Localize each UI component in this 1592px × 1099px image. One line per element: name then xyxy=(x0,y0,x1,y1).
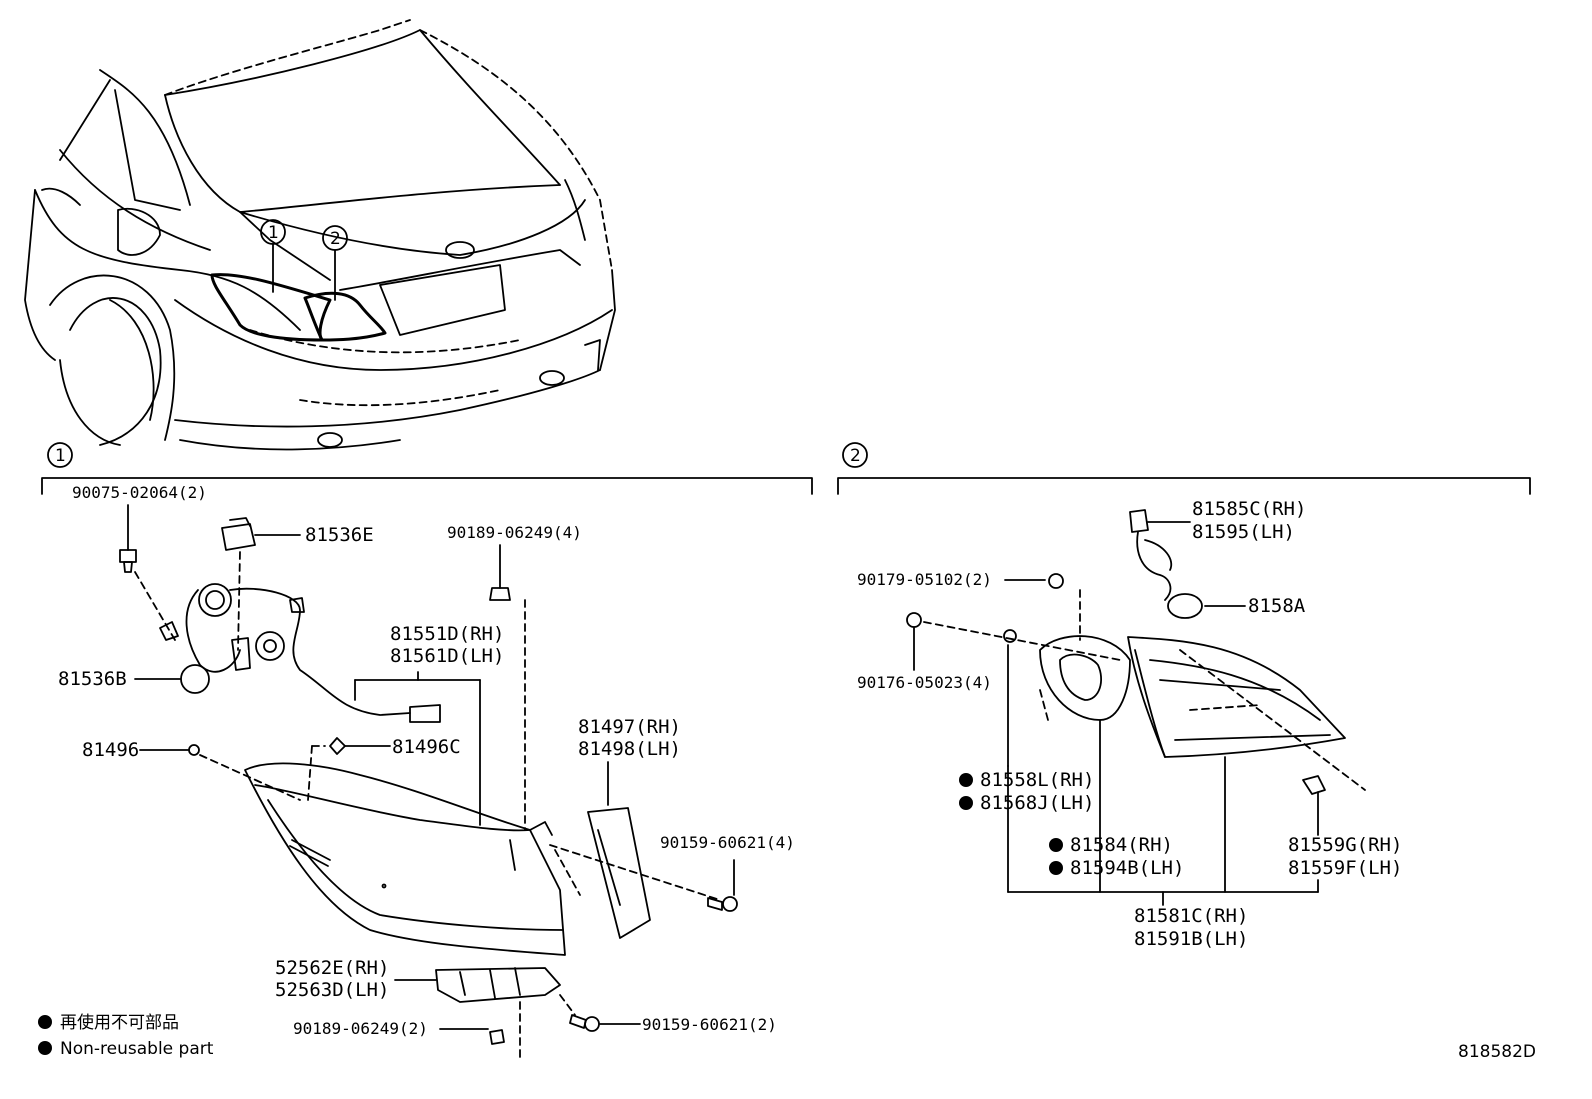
label-81591B-LH: 81591B(LH) xyxy=(1134,928,1248,950)
label-81536B: 81536B xyxy=(58,668,127,690)
legend-bullet-jp xyxy=(38,1015,52,1029)
callout-circle-1 xyxy=(260,219,286,245)
label-90189-06249-top: 90189-06249(4) xyxy=(447,523,582,542)
screw-90159-a-icon xyxy=(707,859,738,912)
label-81559G-RH: 81559G(RH) xyxy=(1288,834,1402,856)
legend-bullet-en xyxy=(38,1041,52,1055)
label-81497-RH: 81497(RH) xyxy=(578,716,681,738)
gasket-81497-icon xyxy=(587,761,651,939)
label-81561D-LH: 81561D(LH) xyxy=(390,645,504,667)
section1-marker: 1 xyxy=(55,446,66,466)
clip-81496-icon xyxy=(139,744,301,801)
section2-marker-circle xyxy=(842,442,868,468)
rear-combination-lamp-lens-icon xyxy=(244,762,721,956)
nonreusable-bullet-81584 xyxy=(1049,838,1063,852)
bulb-81536B-icon xyxy=(134,621,210,694)
screw-90176-icon xyxy=(906,612,1121,671)
socket-8158A-icon xyxy=(1167,593,1246,619)
callout-2-number: 2 xyxy=(330,229,341,249)
section1-bracket xyxy=(41,477,813,495)
nonreusable-bullet-81558L xyxy=(959,773,973,787)
section2-marker: 2 xyxy=(850,446,861,466)
clip-81496C-icon xyxy=(307,737,391,801)
gasket-81558L-icon xyxy=(1007,635,1131,893)
wire-harness-81551D-icon xyxy=(185,583,481,826)
rear-lamp-assembly-81581C-icon xyxy=(1127,636,1366,893)
nonreusable-bullet-81594B xyxy=(1049,861,1063,875)
legend-japanese: 再使用不可部品 xyxy=(60,1012,179,1033)
label-90075-02064: 90075-02064(2) xyxy=(72,483,207,502)
label-81594B-LH: 81594B(LH) xyxy=(1070,857,1184,879)
label-90189-06249-bottom: 90189-06249(2) xyxy=(293,1019,428,1038)
label-90159-60621-4: 90159-60621(4) xyxy=(660,833,795,852)
label-81496: 81496 xyxy=(82,739,139,761)
socket-81536E-icon xyxy=(221,517,301,651)
label-81584-RH: 81584(RH) xyxy=(1070,834,1173,856)
callout-1-number: 1 xyxy=(268,223,279,243)
section1-marker-circle xyxy=(47,442,73,468)
screw-90075-icon xyxy=(119,504,176,641)
label-81559F-LH: 81559F(LH) xyxy=(1288,857,1402,879)
clip-90189-top-icon xyxy=(489,544,526,831)
section2-bracket xyxy=(837,477,1531,495)
label-90179-05102: 90179-05102(2) xyxy=(857,570,992,589)
clip-90189-bottom-icon xyxy=(439,1028,505,1045)
label-81595-LH: 81595(LH) xyxy=(1192,521,1295,543)
clip-81559G-icon xyxy=(1302,775,1326,893)
label-81551D-RH: 81551D(RH) xyxy=(390,623,504,645)
label-52562E-RH: 52562E(RH) xyxy=(275,957,389,979)
vehicle-rear-illustration xyxy=(24,19,616,451)
screw-90159-b-icon xyxy=(559,994,641,1032)
label-81585C-RH: 81585C(RH) xyxy=(1192,498,1306,520)
label-52563D-LH: 52563D(LH) xyxy=(275,979,389,1001)
label-90159-60621-2: 90159-60621(2) xyxy=(642,1015,777,1034)
label-81568J-LH: 81568J(LH) xyxy=(980,792,1094,814)
label-81496C: 81496C xyxy=(392,736,461,758)
label-81498-LH: 81498(LH) xyxy=(578,738,681,760)
label-8158A: 8158A xyxy=(1248,595,1306,617)
legend-english: Non-reusable part xyxy=(60,1039,214,1059)
nut-90179-icon xyxy=(1004,573,1081,641)
label-81536E: 81536E xyxy=(305,524,374,546)
diagram-code: 818582D xyxy=(1458,1042,1536,1062)
label-81558L-RH: 81558L(RH) xyxy=(980,769,1094,791)
nonreusable-bullet-81568J xyxy=(959,796,973,810)
label-90176-05023: 90176-05023(4) xyxy=(857,673,992,692)
callout-circle-2 xyxy=(322,225,348,251)
wire-harness-81585C-icon xyxy=(1129,509,1191,601)
bracket-52562E-icon xyxy=(394,967,561,1061)
label-81581C-RH: 81581C(RH) xyxy=(1134,905,1248,927)
